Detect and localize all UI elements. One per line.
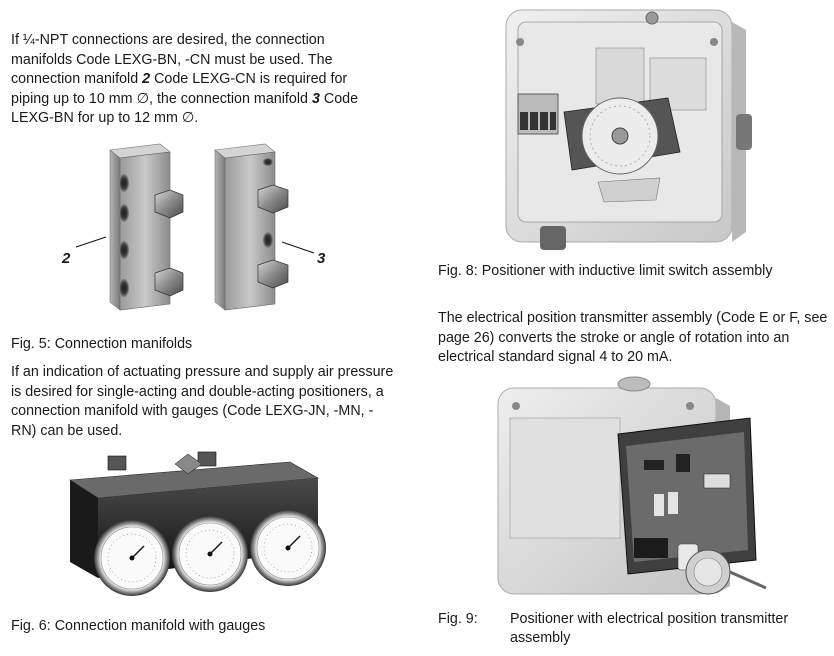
fig5-callout-2: 2 bbox=[62, 250, 71, 267]
pressure-gauge-3 bbox=[250, 510, 326, 586]
transmitter-circuit-board bbox=[617, 417, 757, 575]
intro-manifold-number-3: 3 bbox=[311, 90, 320, 107]
terminal-block bbox=[517, 93, 559, 135]
intro-paragraph: If ¼-NPT connections are desired, the co… bbox=[11, 31, 363, 129]
intro-text-part1: If ¼-NPT connections are desired, the co… bbox=[11, 32, 333, 88]
pressure-gauge-2 bbox=[172, 516, 248, 592]
gauges-paragraph: If an indication of actuating pressure a… bbox=[11, 364, 394, 439]
cable-gland bbox=[540, 226, 566, 250]
intro-text-part3: Code LEXG-BN for up to 12 mm ∅. bbox=[11, 90, 359, 127]
top-screw bbox=[645, 11, 659, 25]
manifold-block-2 bbox=[75, 143, 184, 311]
fig6-caption: Fig. 6: Connection manifold with gauges bbox=[11, 618, 266, 634]
fig5-callout-3: 3 bbox=[317, 250, 326, 267]
fig9-number: Fig. 9: bbox=[438, 611, 478, 627]
pressure-gauge-1 bbox=[94, 520, 170, 596]
transmitter-paragraph: The electrical position transmitter asse… bbox=[438, 310, 828, 366]
fig5-connection-manifolds-image bbox=[75, 143, 315, 311]
fitting-left bbox=[107, 455, 127, 471]
fig9-positioner-transmitter-image bbox=[497, 376, 767, 595]
fitting-right bbox=[197, 451, 217, 467]
intro-manifold-number-2: 2 bbox=[142, 71, 151, 88]
side-connector bbox=[736, 114, 752, 150]
top-cap bbox=[617, 376, 651, 392]
fig5-caption: Fig. 5: Connection manifolds bbox=[11, 336, 193, 352]
fig6-manifold-with-gauges-image bbox=[69, 451, 326, 596]
fig8-positioner-limit-switch-image bbox=[505, 9, 752, 250]
intro-text-part2: Code LEXG-CN is required for piping up t… bbox=[11, 71, 348, 107]
fig9-caption-text: Positioner with electrical position tran… bbox=[510, 611, 789, 646]
manifold-block-3 bbox=[214, 143, 315, 311]
fig8-caption: Fig. 8: Positioner with inductive limit … bbox=[438, 263, 773, 279]
